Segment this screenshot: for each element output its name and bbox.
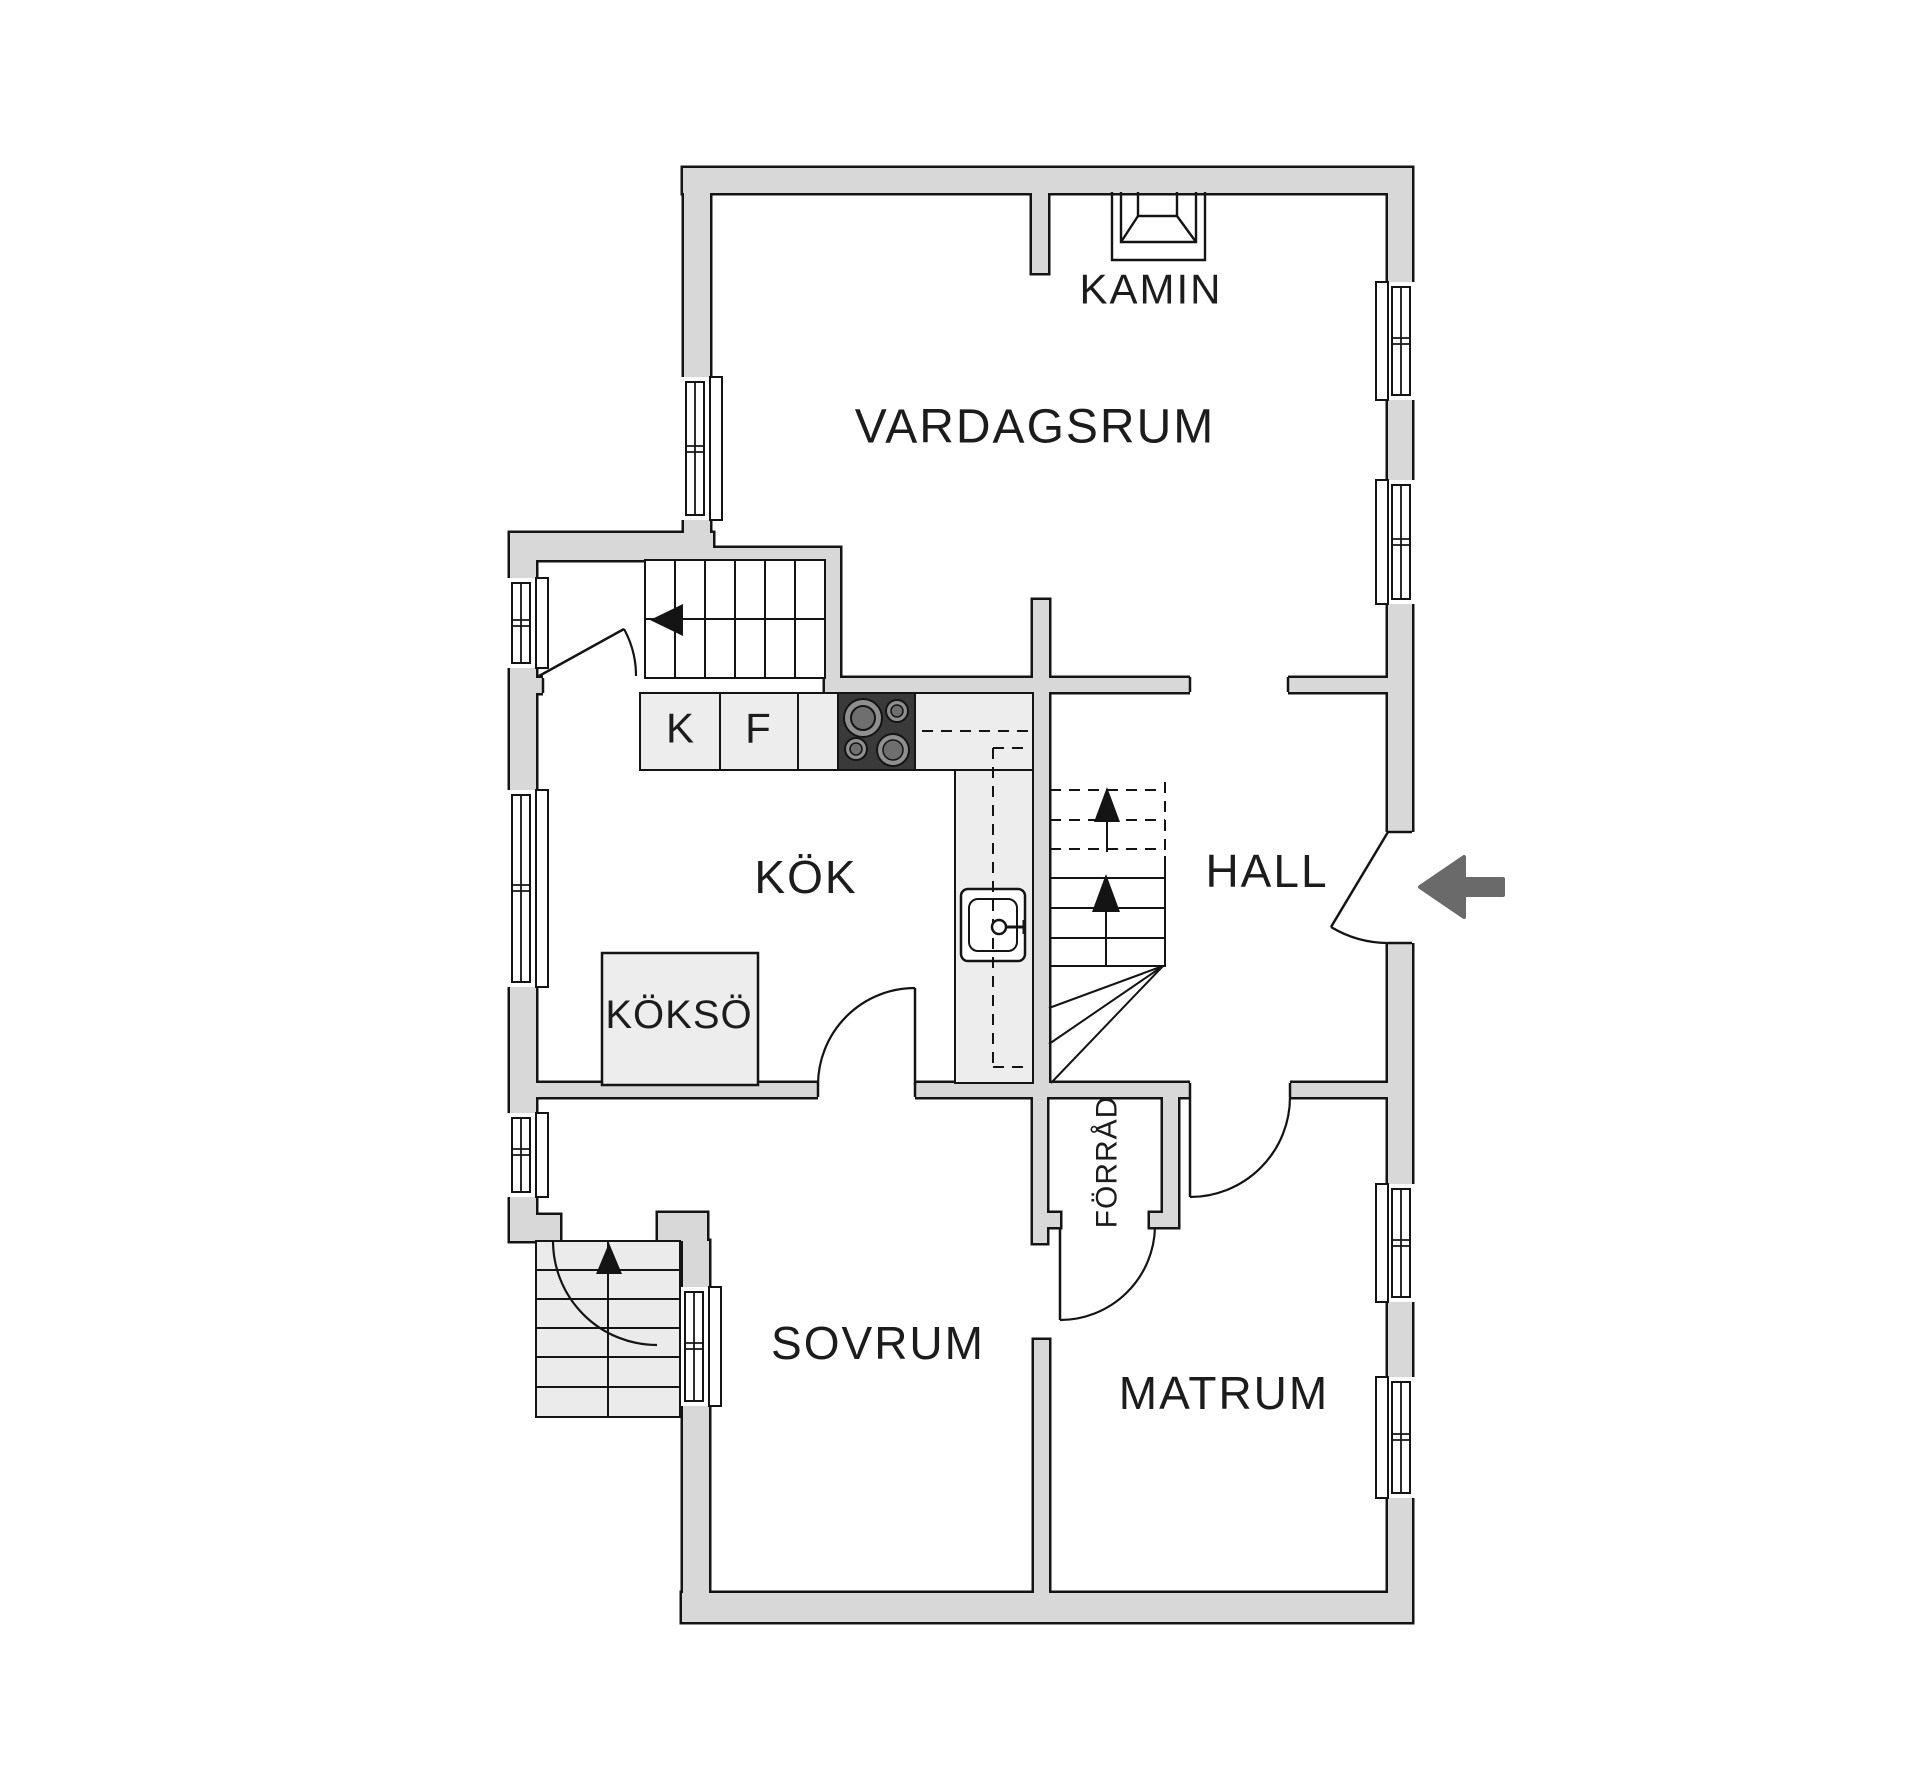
- label-matrum: MATRUM: [1119, 1367, 1329, 1419]
- wall-mid-vertical: [1033, 600, 1049, 1097]
- label-frys: F: [745, 705, 771, 752]
- fireplace-icon-outer: [1110, 192, 1207, 262]
- wall-sovrum-west-a: [683, 1241, 709, 1287]
- hall-stairs-arrow-icon: [1092, 874, 1120, 912]
- wall-bottom: [682, 1593, 1412, 1622]
- label-kok: KÖK: [754, 851, 857, 903]
- door-basement-swing: [551, 1240, 658, 1347]
- wall-hall-top-right: [1288, 678, 1388, 692]
- wall-hall-top-left: [1049, 678, 1190, 692]
- door-entry-leaf: [1329, 831, 1390, 928]
- fireplace-icon-mid: [1119, 192, 1198, 244]
- label-forrad: FÖRRÅD: [1091, 1096, 1124, 1229]
- hall-stair-winder: [1050, 965, 1164, 1084]
- hall-stair-winder: [1048, 965, 1164, 1045]
- stairs-up-arrow-icon: [650, 604, 683, 636]
- wall-forrad-right: [1163, 1097, 1178, 1227]
- window-right-3-sill: [1375, 1183, 1389, 1303]
- window-wing-3-sill: [535, 1112, 549, 1198]
- window-sovrum-west-sill: [708, 1286, 722, 1407]
- label-kokso: KÖKSÖ: [605, 993, 752, 1037]
- label-sovrum: SOVRUM: [771, 1317, 985, 1369]
- fireplace-icon-inner: [1136, 192, 1179, 218]
- wall-stair-right: [825, 548, 840, 693]
- wall-forrad-right-notch: [1150, 1213, 1163, 1227]
- stove-burner: [850, 705, 876, 731]
- window-wing-2-sill: [535, 789, 549, 988]
- door-entry-swing: [1330, 926, 1389, 945]
- wall-wing-bottom-b: [510, 1215, 560, 1241]
- faucet-knob: [990, 918, 1008, 936]
- entry-arrow-icon: [1418, 855, 1505, 919]
- wall-wing-top: [510, 533, 713, 560]
- door-kok-sovrum-swing: [816, 986, 916, 1086]
- window-right-4-sill: [1375, 1376, 1389, 1499]
- window-vardagsrum-west-sill: [709, 376, 723, 521]
- wall-hall-bottom-right: [1290, 1083, 1388, 1097]
- opening-door-hall-matrum: [1190, 1080, 1290, 1100]
- label-kamin: KAMIN: [1079, 266, 1222, 313]
- label-vardagsrum: VARDAGSRUM: [855, 401, 1215, 454]
- fireplace-icon-diagonal: [1119, 215, 1140, 243]
- wall-stub-kamin: [1032, 193, 1048, 273]
- door-wing-leaf: [538, 627, 625, 678]
- wall-forrad-left: [1033, 1097, 1047, 1243]
- basement-arrow-icon: [596, 1243, 622, 1274]
- wall-hall-bottom-left: [1049, 1083, 1190, 1097]
- wall-kitchen-top: [825, 678, 1033, 693]
- wall-sovrum-west-top: [658, 1213, 707, 1241]
- opening-door-wing: [543, 675, 645, 696]
- kokso-island: [600, 951, 760, 1087]
- door-hall-matrum-swing: [1189, 1096, 1292, 1199]
- opening-entry-door: [1384, 832, 1416, 943]
- door-wing-swing: [623, 628, 638, 677]
- kitchen-counter-row: [639, 692, 1034, 771]
- wall-divider-sovrum-matrum: [1034, 1340, 1049, 1593]
- hall-stairs-arrow-icon: [1094, 787, 1120, 822]
- label-hall: HALL: [1205, 845, 1328, 897]
- stove-burner: [849, 742, 863, 756]
- opening-passage-vardagsrum-hall: [1190, 674, 1288, 696]
- opening-door-kok-sovrum: [818, 1080, 915, 1100]
- wall-stairhall-top: [713, 548, 825, 560]
- hall-stair-winder: [1048, 965, 1164, 1009]
- wall-forrad-left-notch: [1047, 1213, 1060, 1227]
- wall-wing-door-return: [510, 678, 543, 693]
- wall-sovrum-west-b: [683, 1406, 709, 1593]
- wall-kok-bottom: [530, 1083, 818, 1097]
- stove-burner: [890, 704, 904, 718]
- window-right-2-sill: [1375, 479, 1389, 605]
- wall-top: [683, 168, 1412, 193]
- wall-kok-bottom-east: [915, 1083, 1033, 1097]
- window-wing-1-sill: [535, 577, 549, 669]
- door-forrad-swing: [1059, 1226, 1157, 1322]
- window-right-1-sill: [1375, 281, 1389, 401]
- fireplace-icon-diagonal: [1176, 215, 1197, 243]
- label-kyl: K: [666, 705, 694, 752]
- stove-burner: [882, 739, 904, 761]
